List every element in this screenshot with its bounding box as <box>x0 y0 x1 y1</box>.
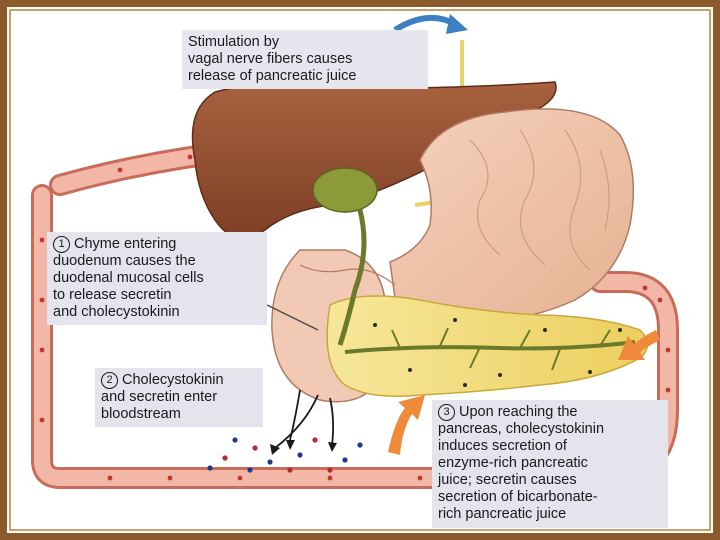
step-1-number: 1 <box>53 236 70 253</box>
vagal-line-1: Stimulation by <box>188 34 422 51</box>
vagal-stimulation-label: Stimulation by vagal nerve fibers causes… <box>182 30 428 89</box>
step-2-number: 2 <box>101 372 118 389</box>
step-3-line-7: rich pancreatic juice <box>438 506 662 523</box>
step-3-line-1: Upon reaching the <box>459 404 578 420</box>
step-1-line-5: and cholecystokinin <box>53 304 261 321</box>
step-2-line-3: bloodstream <box>101 406 257 423</box>
step-1-line-4: to release secretin <box>53 287 261 304</box>
step-1-line-2: duodenum causes the <box>53 253 261 270</box>
step-1-line-3: duodenal mucosal cells <box>53 270 261 287</box>
vagal-line-3: release of pancreatic juice <box>188 68 422 85</box>
step-3-line-3: induces secretion of <box>438 438 662 455</box>
step-3-line-2: pancreas, cholecystokinin <box>438 421 662 438</box>
step-3-line-5: juice; secretin causes <box>438 472 662 489</box>
step-1-line-1: Chyme entering <box>74 236 176 252</box>
step-3-line-6: secretion of bicarbonate- <box>438 489 662 506</box>
step-3-number: 3 <box>438 404 455 421</box>
vagal-line-2: vagal nerve fibers causes <box>188 51 422 68</box>
step-3-line-4: enzyme-rich pancreatic <box>438 455 662 472</box>
step-2-line-1: Cholecystokinin <box>122 372 224 388</box>
gallbladder <box>313 168 377 212</box>
step-2-line-2: and secretin enter <box>101 389 257 406</box>
orange-arrow-lower <box>388 395 425 455</box>
